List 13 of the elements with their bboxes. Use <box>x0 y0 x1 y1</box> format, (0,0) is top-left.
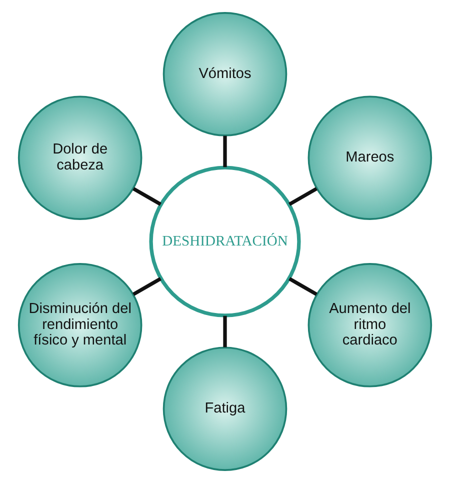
node-circle: Mareos <box>308 96 432 220</box>
connector <box>132 187 162 206</box>
node-circle: DESHIDRATACIÓN <box>149 166 301 318</box>
connector <box>223 136 227 168</box>
node-circle: Dolor de cabeza <box>18 96 142 220</box>
connector <box>132 277 162 296</box>
node-circle: Disminución del rendimiento físico y mental <box>18 263 142 388</box>
connector <box>223 316 227 348</box>
node-circle: Fatiga <box>162 346 288 471</box>
connector <box>288 187 318 206</box>
node-circle: Aumento del ritmo cardiaco <box>308 263 432 388</box>
node-circle: Vómitos <box>162 12 288 136</box>
connector <box>288 277 318 296</box>
